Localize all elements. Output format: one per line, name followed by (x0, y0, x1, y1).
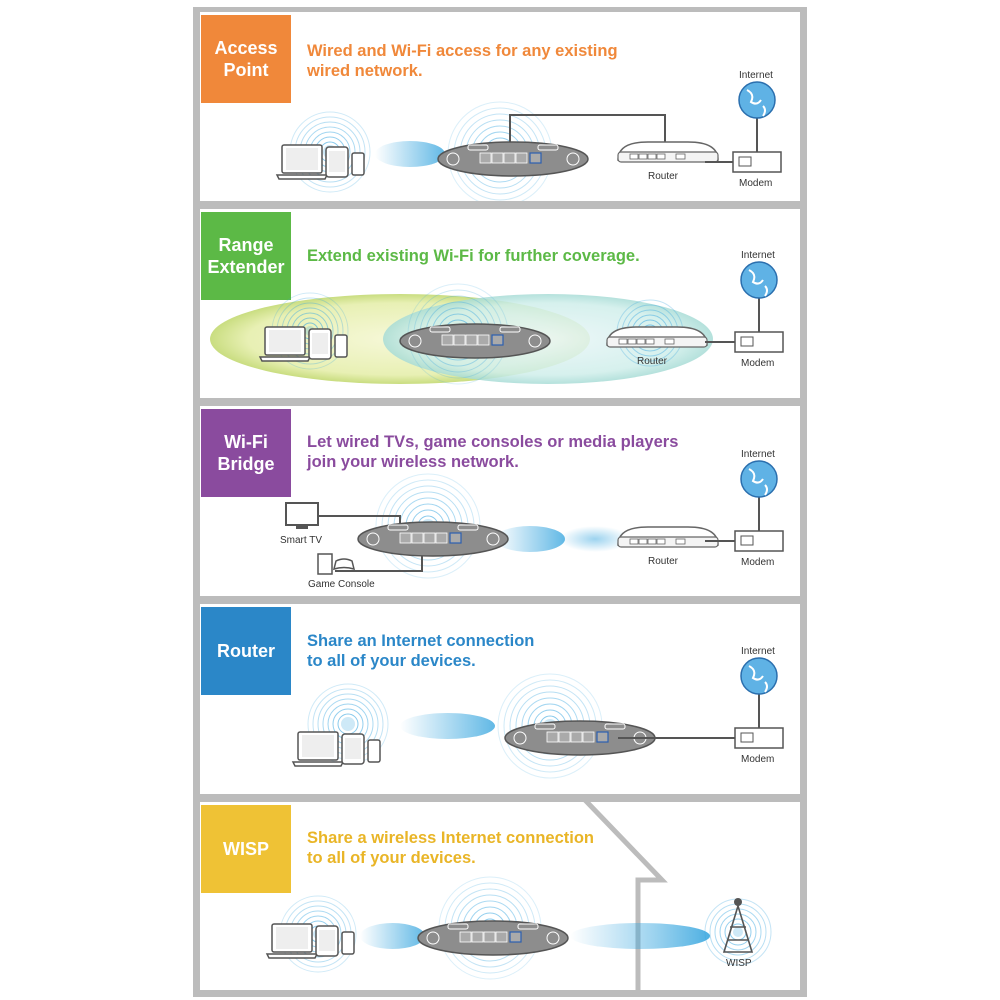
game-console-caption: Game Console (308, 579, 375, 590)
wisp-tower-icon (722, 898, 754, 953)
internet-caption: Internet (741, 646, 775, 657)
wireless-access-point-device (504, 720, 656, 756)
wireless-access-point-device (399, 323, 551, 359)
mode-label: Access Point (201, 15, 291, 103)
mode-label: Wi-Fi Bridge (201, 409, 291, 497)
modem-icon (734, 727, 784, 749)
panel-range-extender: Range Extender Extend existing Wi-Fi for… (200, 209, 800, 398)
smart-tv-icon (285, 502, 319, 529)
panel-wifi-bridge: Wi-Fi Bridge Let wired TVs, game console… (200, 406, 800, 596)
modem-icon (734, 530, 784, 552)
modem-caption: Modem (741, 358, 774, 369)
modem-icon (732, 151, 782, 173)
mode-heading: Share a wireless Internet connection to … (307, 829, 595, 867)
modem-icon (734, 331, 784, 353)
wireless-access-point-device (417, 920, 569, 956)
panel-wisp: WISP Share a wireless Internet connectio… (200, 802, 800, 990)
modem-caption: Modem (741, 557, 774, 568)
wireless-access-point-device (357, 521, 509, 557)
globe-icon (740, 261, 778, 299)
wireless-beam (375, 141, 445, 167)
client-devices-icon (258, 326, 348, 362)
ethernet-cable (509, 114, 666, 154)
internet-caption: Internet (739, 70, 773, 81)
wireless-beam (360, 923, 425, 949)
router-caption: Router (637, 356, 668, 367)
mode-heading: Let wired TVs, game consoles or media pl… (307, 433, 679, 471)
wifi-signal-icon (704, 898, 772, 966)
panel-router: Router Share an Internet connection to a… (200, 604, 800, 794)
modem-caption: Modem (739, 178, 772, 189)
globe-icon (738, 81, 776, 119)
panel-access-point: Access Point Wired and Wi-Fi access for … (200, 12, 800, 201)
internet-caption: Internet (741, 449, 775, 460)
globe-icon (740, 460, 778, 498)
router-icon: Router (606, 326, 708, 367)
wisp-scene: WISP (265, 802, 772, 990)
client-devices-icon (265, 923, 355, 959)
router-icon: Router (617, 141, 719, 182)
game-console-icon (317, 553, 356, 575)
wisp-caption: WISP (726, 958, 752, 969)
wireless-beam (495, 526, 565, 552)
wireless-beam (400, 713, 495, 739)
wireless-beam (570, 923, 710, 949)
router-caption: Router (648, 556, 679, 567)
client-devices-icon (291, 731, 381, 767)
client-devices-icon (275, 144, 365, 180)
mode-heading: Extend existing Wi-Fi for further covera… (307, 247, 640, 265)
mode-label: Range Extender (201, 212, 291, 300)
smart-tv-caption: Smart TV (280, 535, 322, 546)
modem-caption: Modem (741, 754, 774, 765)
router-caption: Router (648, 171, 679, 182)
internet-caption: Internet (741, 250, 775, 261)
house-outline (583, 802, 668, 990)
wireless-access-point-device (437, 141, 589, 177)
mode-heading: Wired and Wi-Fi access for any existing … (307, 42, 618, 80)
mode-label: WISP (201, 805, 291, 893)
mode-label: Router (201, 607, 291, 695)
mode-heading: Share an Internet connection to all of y… (307, 632, 535, 670)
wireless-beam (560, 526, 630, 552)
globe-icon (740, 657, 778, 695)
router-icon: Router (617, 526, 719, 567)
